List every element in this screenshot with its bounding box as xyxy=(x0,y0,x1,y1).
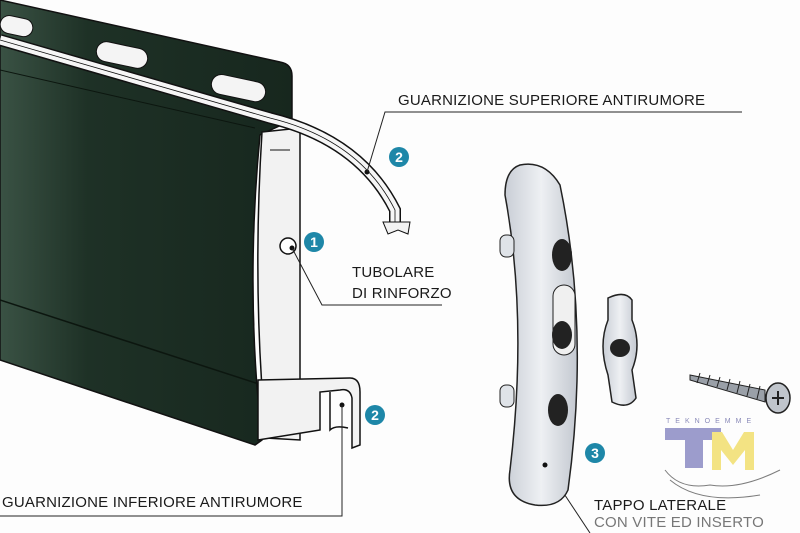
badge-upper-gasket: 2 xyxy=(389,147,409,167)
teknoemme-logo xyxy=(664,428,781,499)
label-cap-line1: TAPPO LATERALE xyxy=(594,497,727,514)
label-tube-line1: TUBOLARE xyxy=(352,264,435,281)
label-tube-line2: DI RINFORZO xyxy=(352,285,452,302)
logo-brand-text: TEKNOEMME xyxy=(666,418,757,425)
label-cap-line2: CON VITE ED INSERTO xyxy=(594,514,764,531)
insert-piece xyxy=(602,293,638,406)
screw xyxy=(689,372,791,414)
label-lower-gasket: GUARNIZIONE INFERIORE ANTIRUMORE xyxy=(2,494,303,511)
badge-cap: 3 xyxy=(585,443,605,463)
badge-tube: 1 xyxy=(304,232,324,252)
badge-lower-gasket: 2 xyxy=(365,405,385,425)
end-cap xyxy=(499,163,579,507)
upper-gasket xyxy=(0,34,411,251)
shutter-slat xyxy=(0,0,361,450)
label-upper-gasket: GUARNIZIONE SUPERIORE ANTIRUMORE xyxy=(398,92,706,109)
